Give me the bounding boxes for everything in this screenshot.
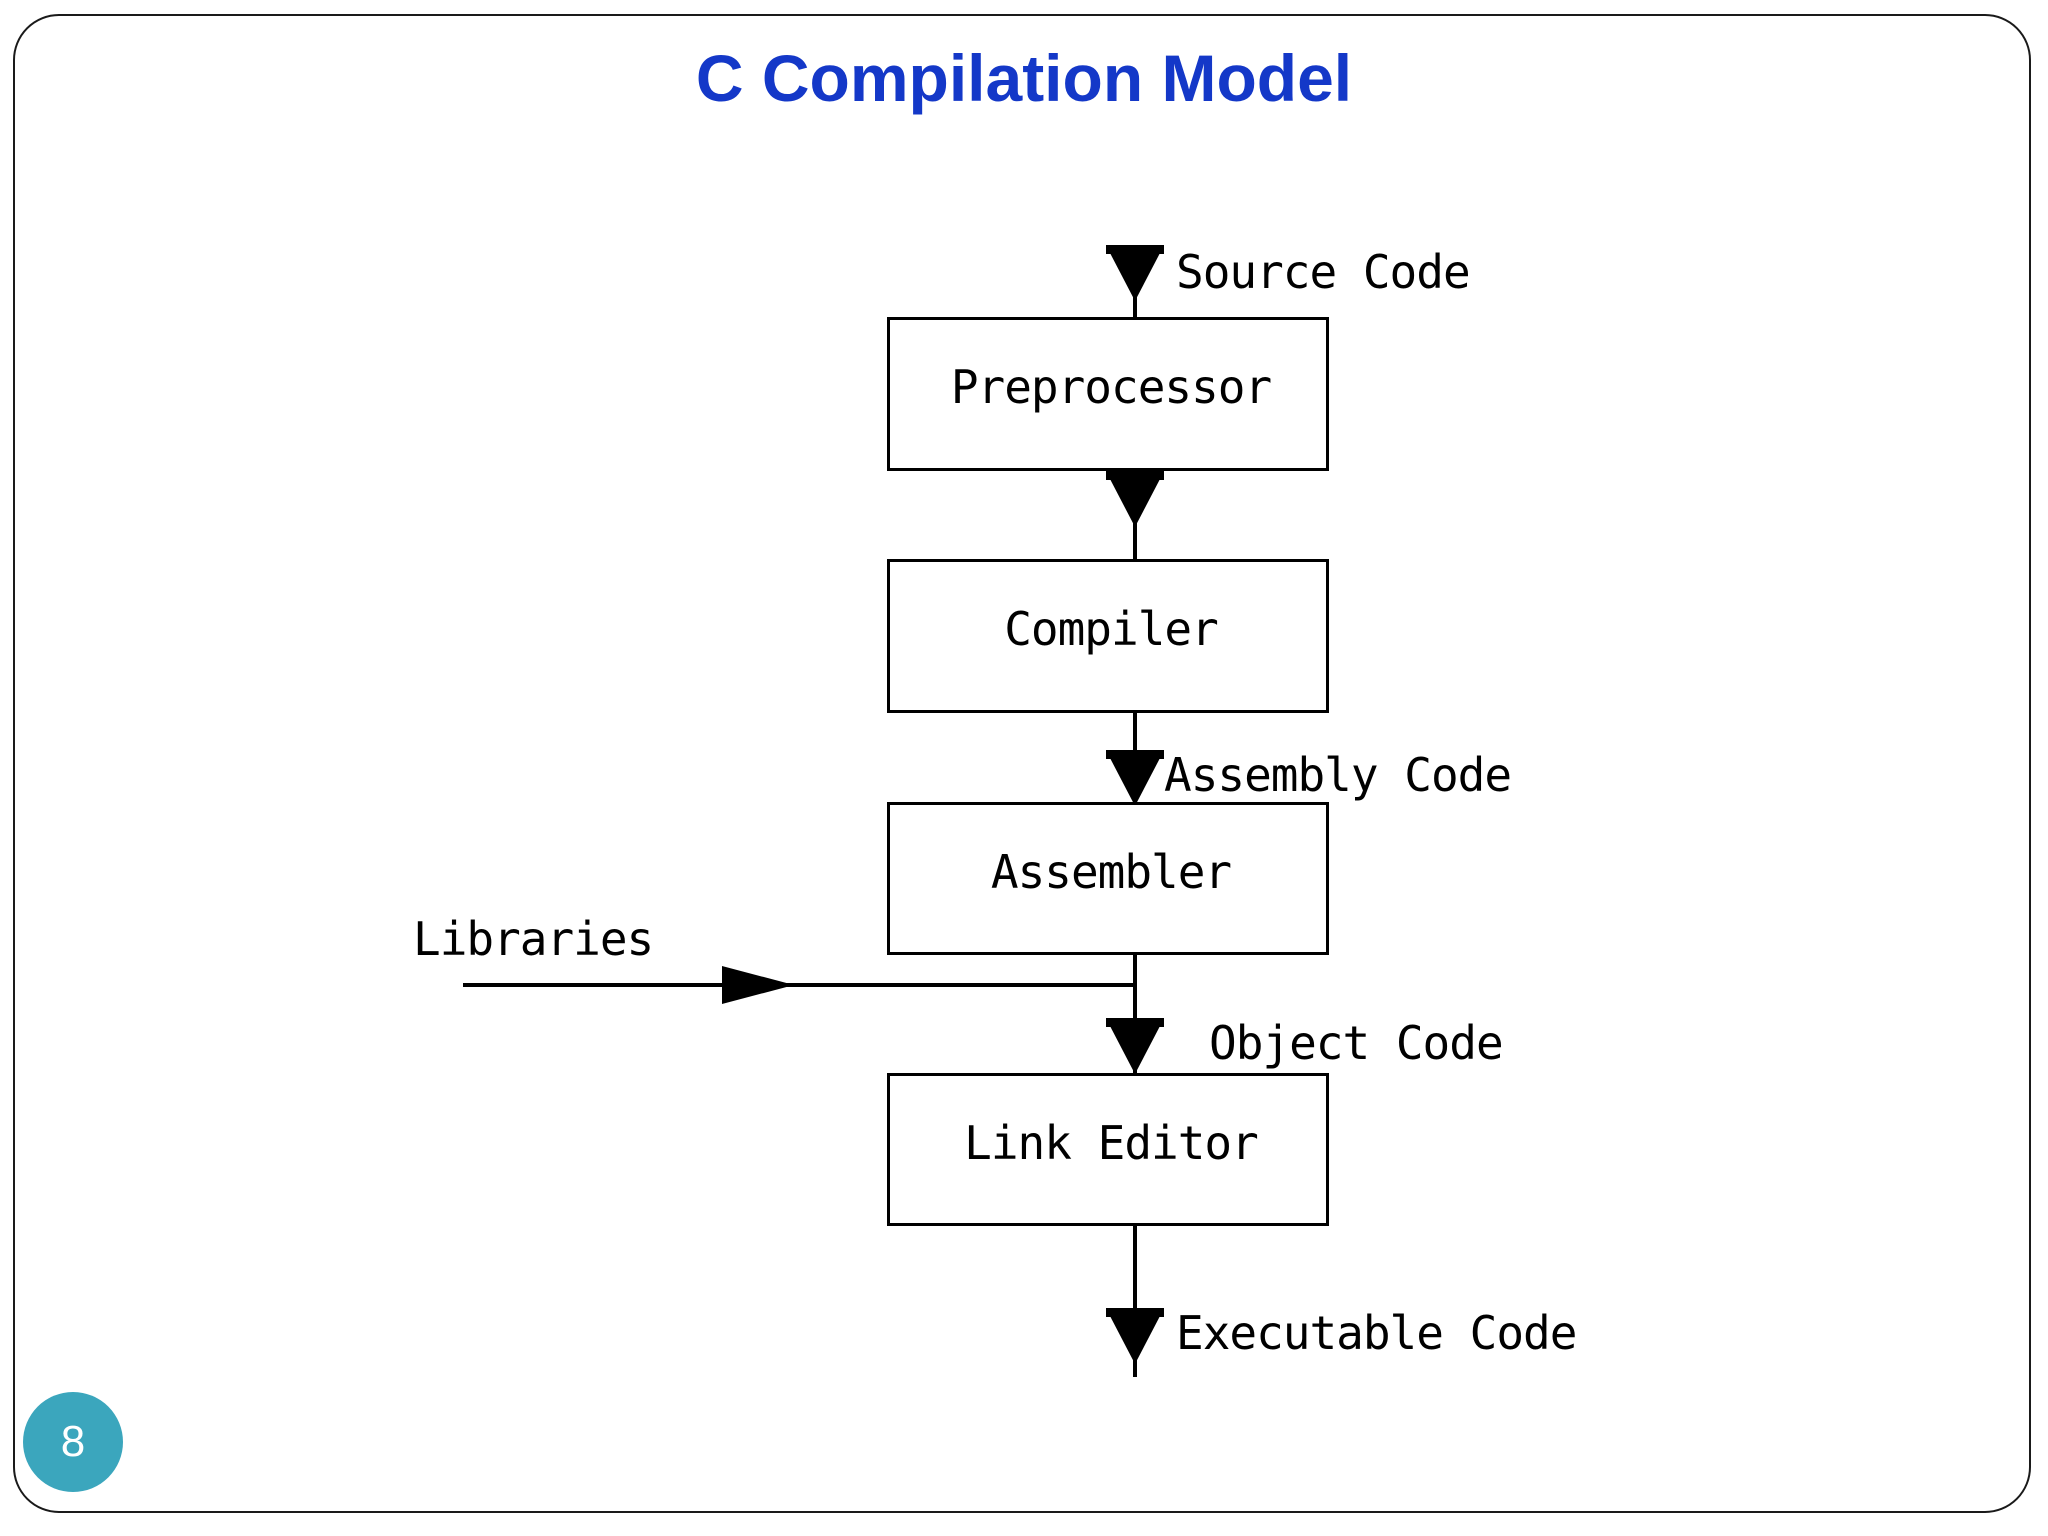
stem-preprocessor-to-compiler [1133,518,1137,562]
stem-linkeditor-to-output [1133,1225,1137,1311]
stem-source-code [1133,292,1137,320]
arrow-libraries-icon [722,966,794,1004]
process-box-label: Compiler [1004,602,1219,656]
stem-assembler-to-linkeditor-lower [1133,1065,1137,1077]
flow-label-object-code: Object Code [1209,1016,1504,1070]
process-box-compiler[interactable]: Compiler [887,559,1329,713]
stem-assembler-to-linkeditor-upper [1133,954,1137,1018]
slide-frame [13,14,2031,1513]
page-title: C Compilation Model [695,41,1353,115]
page-number-badge: 8 [23,1392,123,1492]
libraries-connector-line [463,983,1135,987]
process-box-link-editor[interactable]: Link Editor [887,1073,1329,1226]
process-box-label: Link Editor [964,1116,1259,1170]
stem-compiler-to-assembler-upper [1133,712,1137,752]
stem-compiler-to-assembler-lower [1133,797,1137,805]
flow-label-assembly-code: Assembly Code [1164,748,1512,802]
flow-label-executable-code: Executable Code [1176,1306,1577,1360]
process-box-assembler[interactable]: Assembler [887,802,1329,955]
page-number: 8 [60,1417,86,1466]
flow-label-source-code: Source Code [1176,245,1471,299]
process-box-label: Assembler [990,845,1232,899]
process-box-label: Preprocessor [950,360,1272,414]
stem-executable-code-tail [1133,1355,1137,1377]
side-input-label-libraries: Libraries [413,912,654,966]
process-box-preprocessor[interactable]: Preprocessor [887,317,1329,471]
